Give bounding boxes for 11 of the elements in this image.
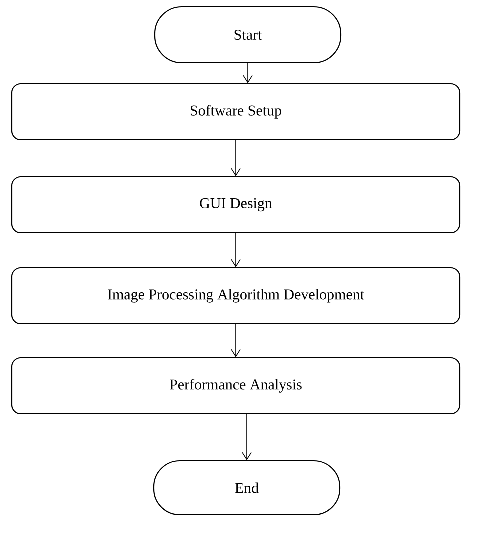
- process-box: GUI Design: [11, 176, 461, 234]
- process-box: Software Setup: [11, 83, 461, 141]
- process-box: Image Processing Algorithm Development: [11, 267, 461, 325]
- arrow: [231, 324, 241, 358]
- arrow: [242, 414, 252, 460]
- terminal-box: End: [153, 460, 341, 516]
- arrow: [243, 63, 253, 84]
- terminal-box: Start: [154, 6, 342, 64]
- arrow: [231, 233, 241, 268]
- process-box: Performance Analysis: [11, 357, 461, 415]
- arrow: [231, 140, 241, 176]
